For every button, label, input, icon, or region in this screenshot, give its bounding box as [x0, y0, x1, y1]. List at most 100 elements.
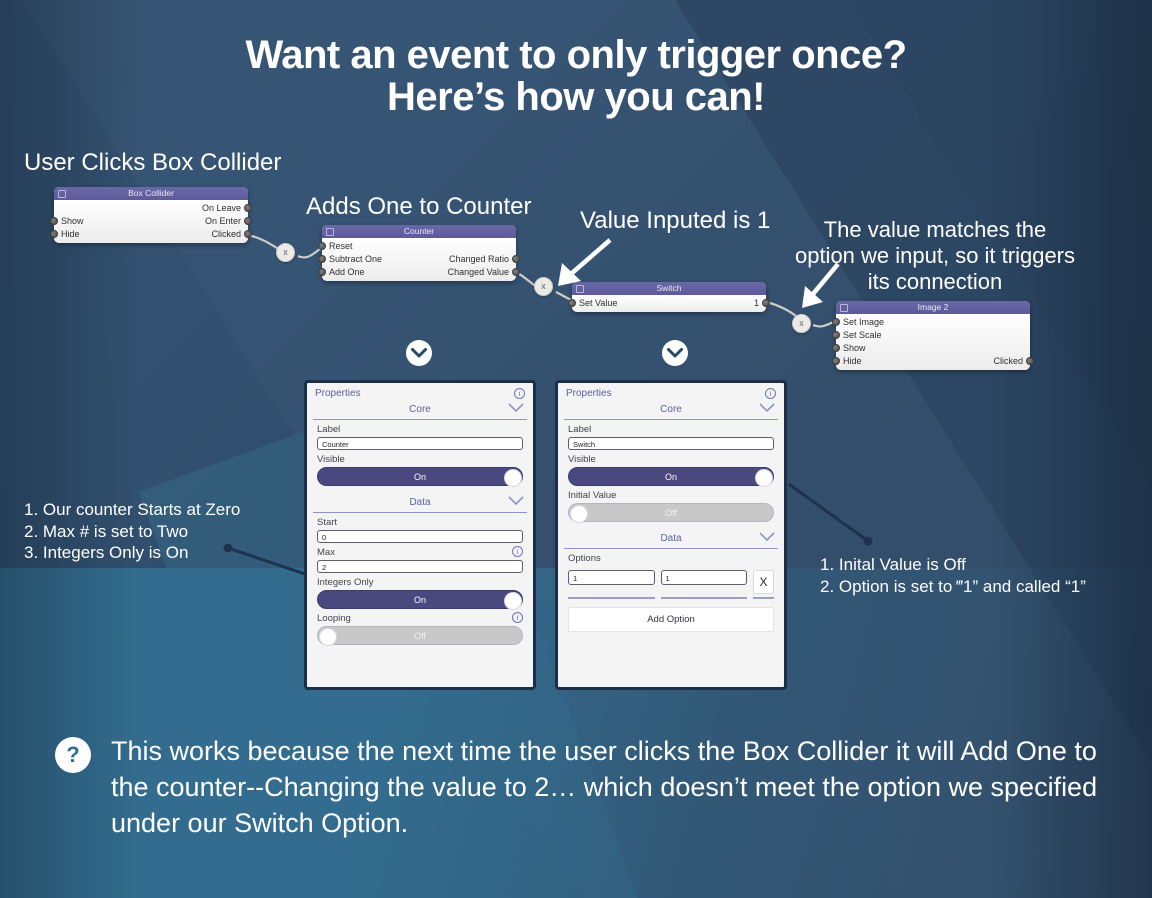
- connection-remove-icon[interactable]: x: [792, 314, 811, 333]
- looping-toggle-state: Off: [414, 631, 426, 641]
- port-in-label: Set Scale: [843, 329, 882, 340]
- port-in-dot[interactable]: [50, 216, 58, 225]
- field-looping: Looping i Off: [307, 609, 533, 646]
- section-header-data[interactable]: Data: [564, 530, 778, 549]
- chevron-down-icon[interactable]: [507, 495, 525, 510]
- page-title-line2: Here’s how you can!: [387, 75, 766, 119]
- port-in-label: Set Value: [579, 297, 618, 308]
- connection-remove-icon[interactable]: x: [534, 277, 553, 296]
- caption-value-matches-line2: option we input, so it triggers: [794, 243, 1076, 268]
- port-out-label: Clicked: [211, 228, 241, 239]
- chevron-down-icon[interactable]: [507, 402, 525, 417]
- info-icon[interactable]: i: [765, 388, 776, 399]
- option-name-input[interactable]: 1: [660, 570, 747, 585]
- node-counter[interactable]: Counter Reset Subtract One Changed Ratio…: [318, 225, 520, 281]
- toggle-knob: [754, 468, 773, 487]
- add-option-button[interactable]: Add Option: [568, 606, 774, 632]
- port-out-dot[interactable]: [1026, 356, 1034, 365]
- section-header-data[interactable]: Data: [313, 494, 527, 513]
- port-out-label: 1: [753, 297, 759, 308]
- looping-toggle[interactable]: Off: [317, 626, 523, 646]
- node-image-2[interactable]: Image 2 Set Image Set Scale Show Hide Cl…: [832, 301, 1034, 370]
- port-in-label: Set Image: [843, 316, 885, 327]
- option-underline: [753, 597, 774, 599]
- caption-value-matches: The value matches the option we input, s…: [772, 217, 1098, 295]
- section-header-core[interactable]: Core: [313, 401, 527, 420]
- port-in-label: Hide: [61, 228, 80, 239]
- options-row: 1 1 X: [558, 566, 784, 594]
- port-row: Hide Clicked: [832, 354, 1034, 367]
- port-out-dot[interactable]: [512, 254, 520, 263]
- port-in-dot[interactable]: [318, 267, 326, 276]
- field-start-caption: Start: [317, 517, 338, 528]
- node-box-collider-body: On Leave Show On Enter Hide Clicked: [50, 200, 252, 243]
- visible-toggle[interactable]: On: [568, 467, 774, 487]
- port-out-dot[interactable]: [762, 298, 770, 307]
- chevron-down-icon-counter[interactable]: [406, 340, 432, 366]
- info-icon[interactable]: i: [512, 612, 523, 623]
- port-row: On Leave: [54, 201, 252, 214]
- node-box-collider[interactable]: Box Collider On Leave Show On Enter Hide…: [50, 187, 252, 243]
- port-row: Subtract One Changed Ratio: [318, 252, 520, 265]
- visible-toggle[interactable]: On: [317, 467, 523, 487]
- remove-option-button[interactable]: X: [753, 570, 774, 594]
- caption-value-inputed: Value Inputed is 1: [580, 207, 771, 234]
- port-in-dot[interactable]: [318, 254, 326, 263]
- port-row: Hide Clicked: [50, 227, 252, 240]
- integers-only-toggle[interactable]: On: [317, 590, 523, 610]
- node-switch[interactable]: Switch Set Value 1: [568, 282, 770, 312]
- caption-value-matches-line3: its connection: [867, 269, 1003, 294]
- field-initial-value: Initial Value Off: [558, 486, 784, 523]
- node-counter-header: Counter: [322, 225, 516, 238]
- info-icon[interactable]: i: [512, 546, 523, 557]
- section-core-label: Core: [660, 404, 682, 415]
- visible-toggle-state: On: [664, 472, 677, 482]
- field-label: Label Switch: [558, 420, 784, 450]
- option-value-input[interactable]: 1: [568, 570, 655, 585]
- panel-switch-properties: Properties i Core Label Switch Visible O…: [555, 380, 787, 690]
- panel-switch-title: Properties: [566, 388, 612, 399]
- port-in-dot[interactable]: [50, 229, 58, 238]
- port-in-label: Reset: [329, 240, 353, 251]
- footer-text: This works because the next time the use…: [111, 736, 1098, 838]
- field-label-caption: Label: [568, 424, 592, 435]
- port-out-label: Changed Value: [447, 266, 509, 277]
- label-input[interactable]: Switch: [568, 437, 774, 450]
- arrow-to-switch-icon: [558, 238, 612, 286]
- caption-adds-one: Adds One to Counter: [306, 193, 532, 220]
- port-in-dot[interactable]: [832, 330, 840, 339]
- start-input[interactable]: 0: [317, 530, 523, 543]
- node-image-2-body: Set Image Set Scale Show Hide Clicked: [832, 314, 1034, 370]
- field-integers-only: Integers Only On: [307, 573, 533, 610]
- port-in-dot[interactable]: [832, 356, 840, 365]
- notes-counter: 1. Our counter Starts at Zero 2. Max # i…: [24, 500, 241, 562]
- section-header-core[interactable]: Core: [564, 401, 778, 420]
- chevron-down-icon-switch[interactable]: [662, 340, 688, 366]
- connection-remove-icon[interactable]: x: [276, 243, 295, 262]
- port-out-dot[interactable]: [244, 229, 252, 238]
- info-icon[interactable]: i: [514, 388, 525, 399]
- field-visible-caption: Visible: [568, 454, 596, 465]
- field-visible-caption: Visible: [317, 454, 345, 465]
- port-out-dot[interactable]: [512, 267, 520, 276]
- field-visible: Visible On: [307, 450, 533, 487]
- port-out-dot[interactable]: [244, 216, 252, 225]
- port-in-label: Show: [843, 342, 866, 353]
- switch-glyph-icon: [576, 284, 584, 293]
- port-in-dot[interactable]: [568, 298, 576, 307]
- max-input[interactable]: 2: [317, 560, 523, 573]
- port-out-label: On Leave: [201, 202, 241, 213]
- field-visible: Visible On: [558, 450, 784, 487]
- label-input[interactable]: Counter: [317, 437, 523, 450]
- initial-toggle-state: Off: [665, 508, 677, 518]
- panel-counter-properties: Properties i Core Label Counter Visible …: [304, 380, 536, 690]
- initial-value-toggle[interactable]: Off: [568, 503, 774, 523]
- port-in-dot[interactable]: [832, 317, 840, 326]
- port-out-dot[interactable]: [244, 203, 252, 212]
- toggle-knob: [318, 627, 337, 646]
- chevron-down-icon[interactable]: [758, 531, 776, 546]
- chevron-down-icon[interactable]: [758, 402, 776, 417]
- port-in-dot[interactable]: [832, 343, 840, 352]
- port-in-dot[interactable]: [318, 241, 326, 250]
